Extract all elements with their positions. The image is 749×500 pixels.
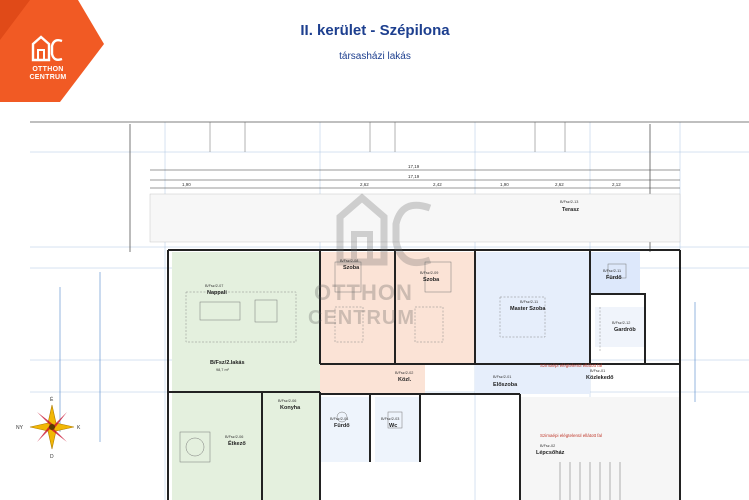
compass-rose-icon: É NY D K: [16, 396, 81, 460]
wall-notes: Szimaépi elégtelenül ellátott fal Szimaé…: [540, 363, 602, 438]
dimension-label: 2,62: [555, 182, 564, 187]
room-name-nappali: Nappali: [207, 290, 227, 296]
room-name-master: Master Szoba: [510, 306, 546, 312]
room-code-konyha: B/Fsz/2-06: [278, 399, 296, 403]
page-header: OTTHON CENTRUM II. kerület - Szépilona t…: [0, 0, 749, 102]
room-name-eloszoba: Előszoba: [493, 382, 518, 388]
room-name-szoba1: Szoba: [343, 265, 360, 271]
room-code-lepcsohaz: B/Fsz-02: [540, 444, 555, 448]
brand-line-1: OTTHON: [32, 66, 64, 73]
dimension-label: 2,62: [360, 182, 369, 187]
room-code-furdo2: B/Fsz/2-04: [330, 417, 348, 421]
room-area-lakas: 98,7 m²: [216, 368, 230, 372]
room-code-szoba2: B/Fsz/2-09: [420, 271, 438, 275]
room-code-nappali: B/Fsz/2-07: [205, 284, 223, 288]
room-name-kozlekedo: Közlekedő: [586, 375, 614, 381]
room-code-furdo1: B/Fsz/2-11: [603, 269, 621, 273]
watermark-line-2: CENTRUM: [308, 307, 415, 329]
room-code-kozl: B/Fsz/2-02: [395, 371, 413, 375]
room-code-gardrob: B/Fsz/2-12: [612, 321, 630, 325]
dimension-label: 1,90: [500, 182, 509, 187]
compass-label: K: [77, 425, 81, 431]
room-name-etkezo: Étkező: [228, 439, 246, 447]
compass-label: É: [50, 396, 54, 403]
room-code-szoba1: B/Fsz/2-08: [340, 259, 358, 263]
room-code-master: B/Fsz/2-11: [520, 300, 538, 304]
room-code-kozlekedo: B/Fsz-01: [590, 369, 605, 373]
terrace-name: Terasz: [562, 207, 579, 213]
floor-plan-drawing: 17,19 17,19 1,90 1,90 2,62 2,42 2,62 2,1…: [0, 102, 749, 500]
brand-logo[interactable]: OTTHON CENTRUM: [0, 0, 104, 102]
terrace-code: B/Fsz/2-13: [560, 200, 578, 204]
compass-label: NY: [16, 425, 24, 431]
room-name-konyha: Konyha: [280, 405, 301, 411]
room-code-eloszoba: B/Fsz/2-01: [493, 375, 511, 379]
dimension-label: 1,90: [182, 182, 191, 187]
room-name-lepcsohaz: Lépcsőház: [536, 450, 565, 456]
dimension-label: 2,12: [612, 182, 621, 187]
compass-label: D: [50, 454, 54, 460]
room-name-furdo2: Fürdő: [334, 423, 350, 429]
room-labels: B/Fsz/2-07 Nappali B/Fsz/2.lakás 98,7 m²…: [205, 259, 636, 456]
room-name-gardrob: Gardrób: [614, 327, 636, 333]
watermark: OTTHON CENTRUM: [308, 193, 432, 329]
room-code-lakas: B/Fsz/2.lakás: [210, 360, 245, 366]
room-name-furdo1: Fürdő: [606, 275, 622, 281]
room-code-etkezo: B/Fsz/2-06: [225, 435, 243, 439]
room-name-wc: Wc: [389, 423, 397, 429]
dimension-label: 2,42: [433, 182, 442, 187]
brand-line-2: CENTRUM: [29, 74, 67, 81]
terrace-label: B/Fsz/2-13 Terasz: [560, 200, 579, 213]
watermark-line-1: OTTHON: [314, 280, 413, 305]
floor-plan: 17,19 17,19 1,90 1,90 2,62 2,42 2,62 2,1…: [0, 102, 749, 500]
room-name-kozl: Közl.: [398, 377, 412, 383]
dimension-label: 17,19: [408, 164, 420, 169]
wall-note: Szimaépi elégtelenül ellátott fal: [540, 433, 602, 438]
room-code-wc: B/Fsz/2-03: [381, 417, 399, 421]
brand-logo-text: OTTHON CENTRUM: [20, 66, 76, 82]
room-name-szoba2: Szoba: [423, 277, 440, 283]
page-subtitle: társasházi lakás: [339, 51, 411, 62]
page-title: II. kerület - Szépilona: [300, 22, 450, 39]
dimension-label: 17,19: [408, 174, 420, 179]
brand-triangle-icon: [0, 0, 104, 102]
wall-note: Szimaépi elégtelenül ellátott fal: [540, 363, 602, 368]
dimension-labels: 17,19 17,19 1,90 1,90 2,62 2,42 2,62 2,1…: [182, 164, 621, 187]
